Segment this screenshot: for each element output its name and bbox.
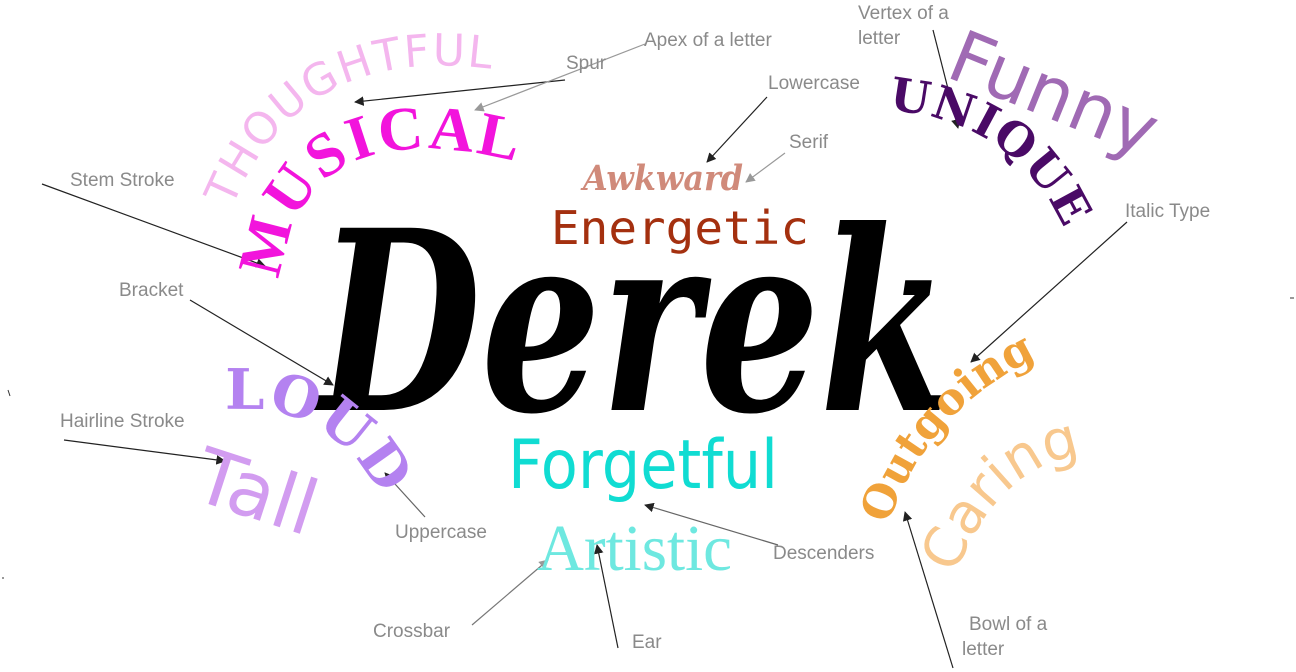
crossbar-arrow <box>471 559 549 626</box>
label-vertex-line1: Vertex of a <box>858 3 949 24</box>
label-apex: Apex of a letter <box>644 30 772 51</box>
vertex-arrow <box>932 29 961 129</box>
uppercase-arrow <box>384 472 426 518</box>
stray-marks <box>2 297 1294 579</box>
italic-arrow <box>970 221 1128 363</box>
label-descenders: Descenders <box>773 543 874 564</box>
ear-arrow <box>594 544 619 649</box>
label-bowl-line2: letter <box>962 639 1005 660</box>
stem-arrow <box>41 183 266 268</box>
hairline-arrow <box>63 439 226 465</box>
word-energetic: Energetic <box>551 201 809 255</box>
label-ear: Ear <box>632 632 662 653</box>
words: THOUGHTFUL MUSICAL Derek Awkward Energet… <box>183 14 1170 585</box>
apex-arrow <box>474 43 646 112</box>
label-serif: Serif <box>789 132 829 153</box>
word-tall: Tall <box>183 430 328 553</box>
serif-arrow <box>745 152 786 183</box>
spur-arrow <box>354 79 566 106</box>
bracket-arrow <box>189 299 334 386</box>
label-stem: Stem Stroke <box>70 170 175 191</box>
label-bracket: Bracket <box>119 280 184 301</box>
annotation-labels: Apex of a letter Spur Vertex of a letter… <box>60 3 1210 660</box>
label-uppercase: Uppercase <box>395 522 487 543</box>
word-artistic: Artistic <box>537 512 732 585</box>
label-crossbar: Crossbar <box>373 621 451 642</box>
descenders-arrow <box>644 502 779 546</box>
label-hairline: Hairline Stroke <box>60 411 185 432</box>
annotation-arrows <box>41 29 1128 669</box>
label-spur: Spur <box>566 53 607 74</box>
word-forgetful: Forgetful <box>508 426 778 505</box>
word-awkward: Awkward <box>580 158 743 199</box>
label-bowl-line1: Bowl of a <box>969 614 1048 635</box>
word-derek: Derek <box>313 175 950 469</box>
label-vertex-line2: letter <box>858 28 901 49</box>
bowl-arrow <box>902 511 954 669</box>
lowercase-arrow <box>706 96 768 163</box>
label-italic: Italic Type <box>1125 201 1210 222</box>
label-lowercase: Lowercase <box>768 73 860 94</box>
